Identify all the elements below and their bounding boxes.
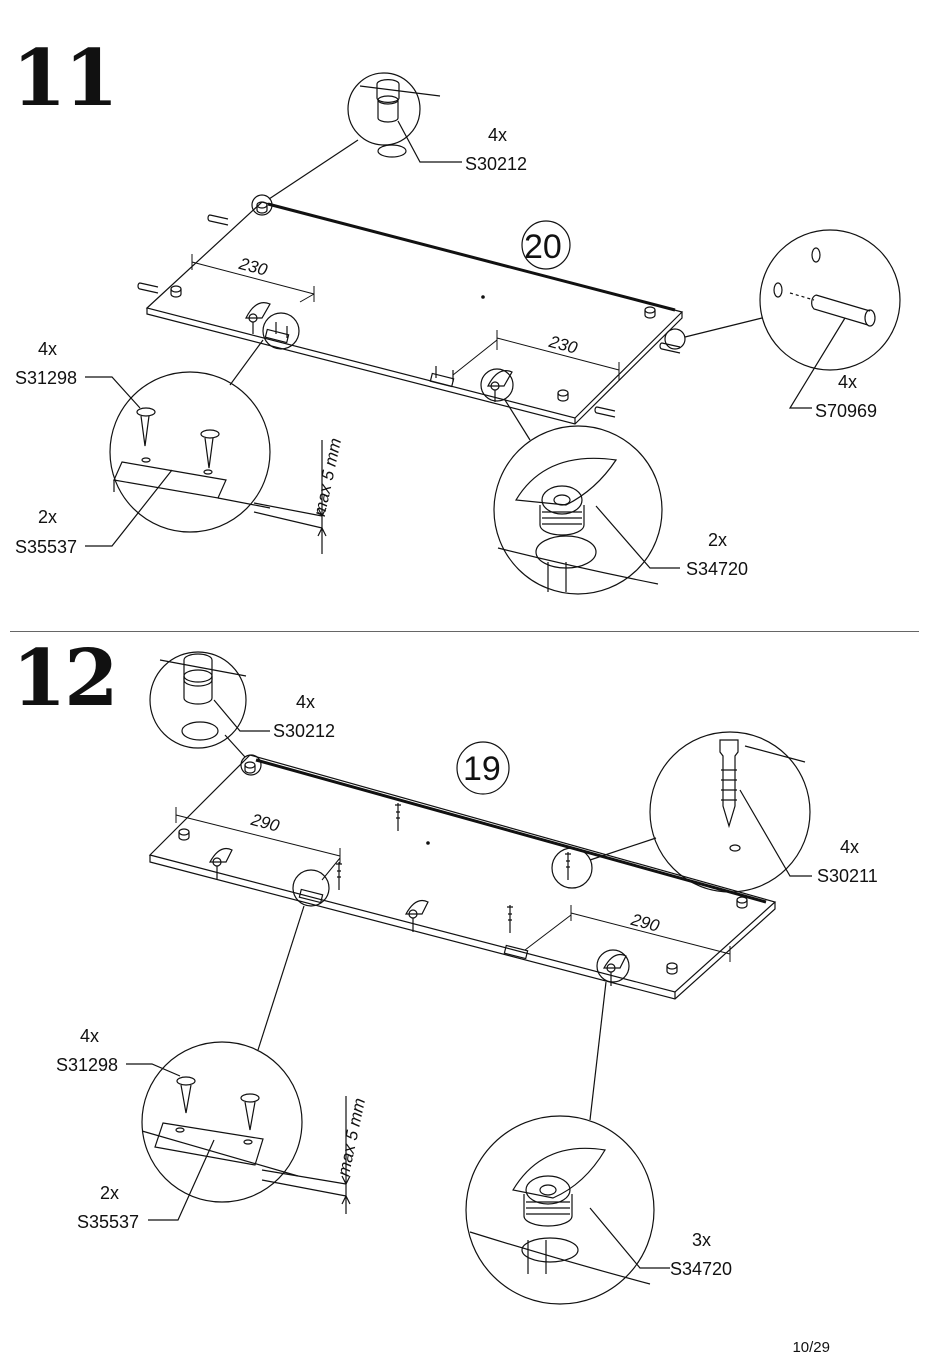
qty-S30212-11: 4x bbox=[488, 125, 508, 145]
callout-S34720-11 bbox=[480, 368, 680, 595]
panel-label-20: 20 bbox=[524, 228, 562, 266]
page-number: 10/29 bbox=[792, 1339, 830, 1356]
callout-S30211 bbox=[551, 731, 812, 893]
callout-S31298-S35537-12 bbox=[126, 869, 351, 1221]
cam-locks-12 bbox=[178, 761, 748, 975]
qty-S30211: 4x bbox=[840, 837, 860, 857]
code-S34720-12: S34720 bbox=[670, 1259, 733, 1279]
panel-19 bbox=[148, 754, 777, 1000]
code-S35537-11: S35537 bbox=[15, 537, 78, 557]
connector-fittings-11 bbox=[245, 302, 513, 402]
panel-label-19: 19 bbox=[463, 750, 501, 788]
step-number-12: 12 bbox=[12, 633, 119, 724]
callout-S34720-12 bbox=[465, 949, 670, 1305]
code-S70969: S70969 bbox=[815, 401, 878, 421]
qty-S35537-12: 2x bbox=[100, 1183, 120, 1203]
step-number-11: 11 bbox=[12, 33, 119, 124]
dowel-pins-11 bbox=[137, 214, 681, 418]
callout-S31298-S35537-11 bbox=[85, 312, 327, 554]
cam-locks-11 bbox=[170, 201, 656, 402]
dimension-lines-11 bbox=[191, 254, 620, 380]
code-S30212-11: S30212 bbox=[465, 154, 528, 174]
callout-S70969 bbox=[664, 229, 901, 409]
connector-fittings-12 bbox=[208, 803, 627, 986]
code-S30212-12: S30212 bbox=[273, 721, 336, 741]
code-S35537-12: S35537 bbox=[77, 1212, 140, 1232]
qty-S35537-11: 2x bbox=[38, 507, 58, 527]
code-S30211: S30211 bbox=[817, 866, 878, 886]
code-S31298-12: S31298 bbox=[56, 1055, 119, 1075]
qty-S70969: 4x bbox=[838, 372, 858, 392]
section-divider bbox=[10, 631, 919, 632]
panel-20 bbox=[145, 201, 684, 425]
qty-S30212-12: 4x bbox=[296, 692, 316, 712]
callout-S30212-11 bbox=[251, 72, 462, 216]
code-S34720-11: S34720 bbox=[686, 559, 749, 579]
qty-S31298-12: 4x bbox=[80, 1026, 100, 1046]
qty-S34720-11: 2x bbox=[708, 530, 728, 550]
callout-S30212-12 bbox=[149, 651, 270, 776]
qty-S31298-11: 4x bbox=[38, 339, 58, 359]
qty-S34720-12: 3x bbox=[692, 1230, 712, 1250]
dimension-lines-12 bbox=[175, 807, 731, 962]
code-S31298-11: S31298 bbox=[15, 368, 78, 388]
